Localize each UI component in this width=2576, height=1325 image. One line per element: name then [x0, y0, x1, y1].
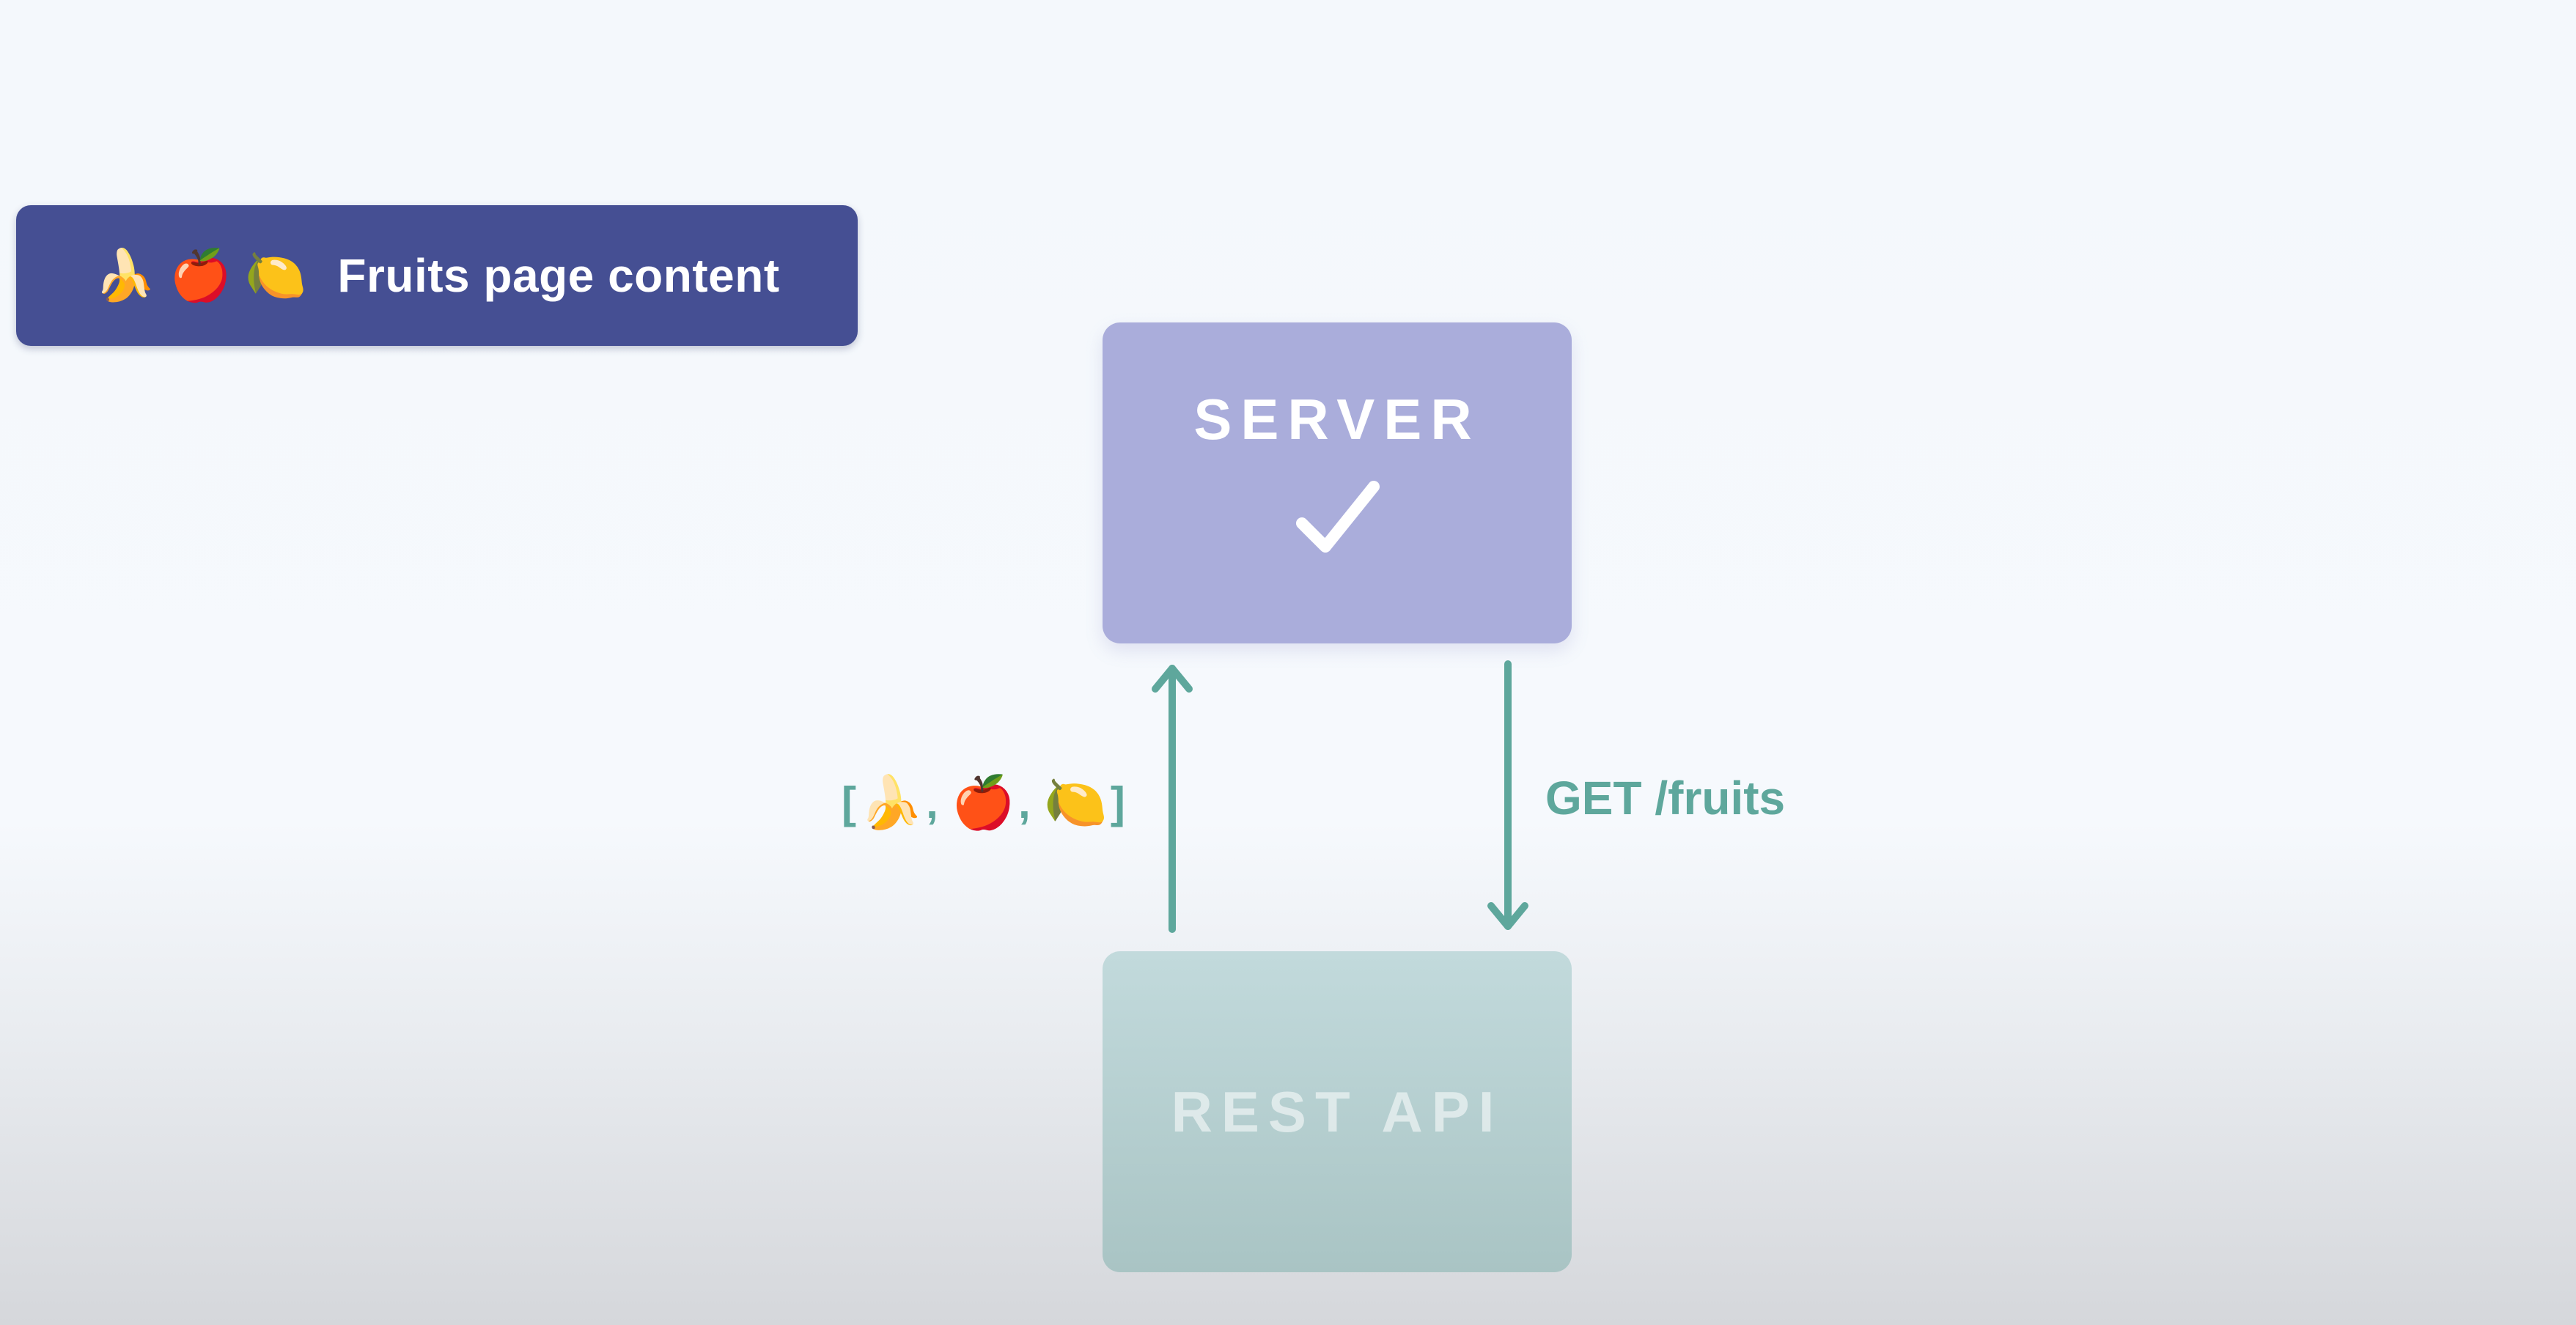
- payload-open-bracket: [: [842, 778, 856, 827]
- banana-icon: 🍌: [94, 248, 156, 303]
- banana-icon: 🍌: [858, 774, 924, 831]
- payload-separator: ,: [1018, 778, 1031, 827]
- page-content-label: 🍌 🍎 🍋 Fruits page content: [16, 205, 858, 346]
- response-payload-label: [ 🍌 , 🍎 , 🍋 ]: [842, 762, 1125, 843]
- rest-api-box: REST API: [1103, 951, 1572, 1272]
- rest-api-title: REST API: [1171, 1079, 1504, 1144]
- payload-close-bracket: ]: [1110, 778, 1125, 827]
- request-label: GET /fruits: [1545, 772, 1786, 824]
- fruit-emojis: 🍌 🍎 🍋: [94, 251, 320, 300]
- server-title: SERVER: [1193, 386, 1481, 451]
- response-arrow: [1152, 665, 1193, 933]
- apple-icon: 🍎: [169, 248, 232, 303]
- page-content-label-text: Fruits page content: [337, 249, 780, 302]
- server-box: SERVER: [1103, 322, 1572, 643]
- lemon-icon: 🍋: [1043, 774, 1108, 831]
- lemon-icon: 🍋: [244, 248, 307, 303]
- payload-separator: ,: [926, 778, 938, 827]
- apple-icon: 🍎: [951, 774, 1015, 831]
- request-arrow: [1487, 660, 1528, 930]
- check-icon: [1296, 480, 1380, 553]
